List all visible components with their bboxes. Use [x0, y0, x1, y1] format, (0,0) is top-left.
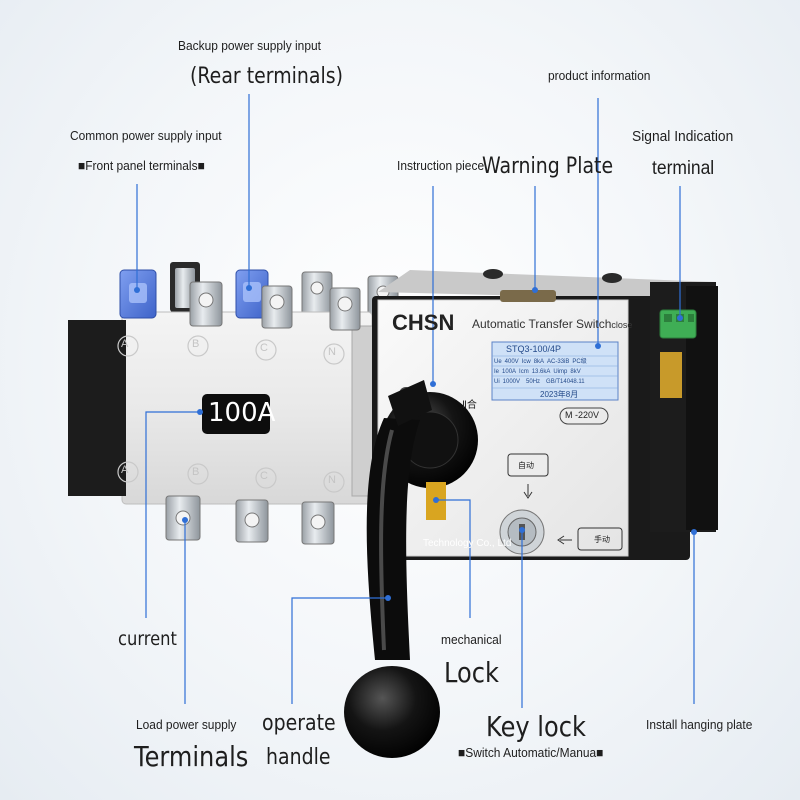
warning-sticker: [660, 352, 682, 398]
rating-badge: [202, 394, 270, 434]
label-common-title: Common power supply input: [70, 128, 222, 143]
phase-b-bottom: B: [192, 466, 200, 478]
company-text: Technology Co., Ltd: [423, 538, 512, 549]
brand-logo: CHSN: [392, 310, 455, 335]
phase-a-bottom: A: [121, 464, 129, 476]
label-operate: operate: [262, 711, 336, 736]
phase-b-top: B: [192, 338, 200, 350]
label-backup-sub: (Rear terminals): [190, 64, 343, 89]
label-warning: Warning Plate: [482, 154, 614, 179]
phase-markers: [117, 335, 345, 493]
label-signal-title: Signal Indication: [632, 128, 734, 145]
label-load-title: Load power supply: [136, 717, 237, 732]
device-title-text: Automatic Transfer Switch: [472, 317, 612, 331]
left-side-plate: [68, 320, 126, 496]
rating-text: 100A: [208, 398, 276, 428]
nameplate: [491, 341, 619, 401]
load-terminals: [165, 495, 335, 545]
label-key-lock: Key lock: [486, 710, 586, 743]
label-common-sub: ■Front panel terminals■: [78, 158, 205, 173]
label-instruction: Instruction piece: [397, 158, 485, 173]
label-current: current: [118, 628, 177, 650]
label-product-info: product information: [548, 68, 651, 83]
device-title-suffix: close: [611, 320, 633, 330]
device-title: Automatic Transfer Switchclose: [472, 317, 632, 331]
phase-c-top: C: [260, 342, 268, 354]
label-signal-sub: terminal: [652, 158, 715, 179]
voltage-badge: M -220V: [565, 410, 600, 420]
voltage-badge-outline: [559, 407, 609, 425]
phase-n-top: N: [328, 346, 336, 358]
signal-terminal: [659, 309, 697, 339]
phase-n-bottom: N: [328, 474, 336, 486]
auto-label: 自动: [518, 461, 534, 470]
label-handle: handle: [266, 745, 331, 770]
label-load-sub: Terminals: [134, 740, 249, 773]
label-lock: Lock: [444, 656, 499, 689]
label-key-sub: ■Switch Automatic/Manua■: [458, 745, 604, 760]
phase-c-bottom: C: [260, 470, 268, 482]
model-text: STQ3-100/4P: [506, 344, 562, 354]
callout-lines: [134, 94, 697, 708]
phase-a-top: A: [121, 338, 129, 350]
label-hanging: Install hanging plate: [646, 717, 753, 732]
position-mark: Ⅱ合: [462, 400, 477, 411]
date-text: 2023年8月: [540, 390, 579, 399]
manual-label: 手动: [594, 535, 610, 544]
front-top-terminals: [119, 269, 390, 331]
operating-handle: [344, 380, 440, 758]
label-backup-title: Backup power supply input: [178, 38, 321, 53]
label-mechanical: mechanical: [441, 632, 502, 647]
